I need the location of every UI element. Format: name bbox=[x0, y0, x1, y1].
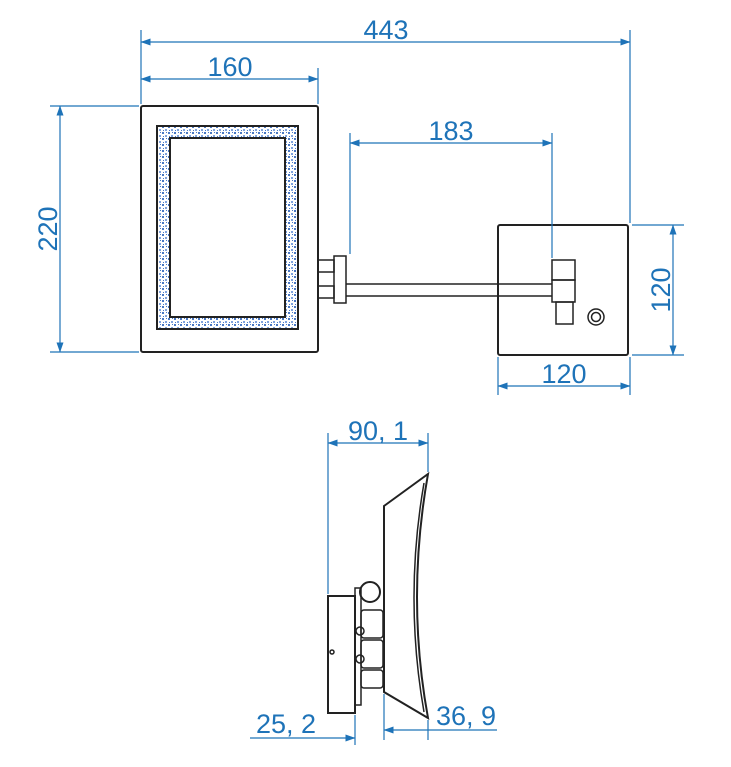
front-view bbox=[140, 105, 629, 356]
led-strip bbox=[157, 126, 298, 329]
side-hinge-segment-3 bbox=[360, 669, 384, 689]
side-hinge-segment-1 bbox=[360, 609, 384, 639]
swing-arm bbox=[346, 283, 552, 297]
mirror-hinge-block bbox=[317, 259, 335, 273]
arm-elbow bbox=[333, 255, 347, 304]
side-mirror-face bbox=[413, 482, 425, 713]
side-hinge-knob bbox=[359, 581, 381, 603]
mirror-glass bbox=[169, 137, 286, 318]
side-hinge-segment-2 bbox=[360, 639, 384, 669]
dim-side-depth: 90, 1 bbox=[348, 416, 408, 446]
power-switch-icon bbox=[587, 308, 605, 326]
dim-mirror-width: 160 bbox=[207, 52, 252, 82]
side-view bbox=[327, 471, 430, 720]
dim-mirror-height: 220 bbox=[33, 206, 63, 251]
power-switch-inner bbox=[590, 311, 602, 323]
dim-overall-width: 443 bbox=[363, 15, 408, 45]
side-mirror-profile bbox=[383, 471, 430, 720]
dim-arm-length: 183 bbox=[428, 116, 473, 146]
base-hinge-body bbox=[551, 279, 576, 303]
led-strip-outer-edge bbox=[156, 125, 299, 330]
base-hinge-bottom bbox=[555, 301, 574, 325]
front-view-dimensions: 443 160 183 220 120 120 bbox=[33, 15, 684, 395]
mirror-hinge-block-lower bbox=[317, 285, 335, 299]
base-hinge-top bbox=[551, 259, 576, 281]
side-screw-hole bbox=[329, 649, 335, 655]
mirror-frame bbox=[140, 105, 319, 353]
dim-base-height: 120 bbox=[646, 267, 676, 312]
side-view-dimensions: 90, 1 25, 2 36, 9 bbox=[250, 416, 497, 745]
wall-base-plate bbox=[497, 224, 629, 356]
dim-mirror-thickness: 36, 9 bbox=[436, 701, 496, 731]
dim-base-thickness: 25, 2 bbox=[256, 709, 316, 739]
dim-base-width: 120 bbox=[541, 359, 586, 389]
